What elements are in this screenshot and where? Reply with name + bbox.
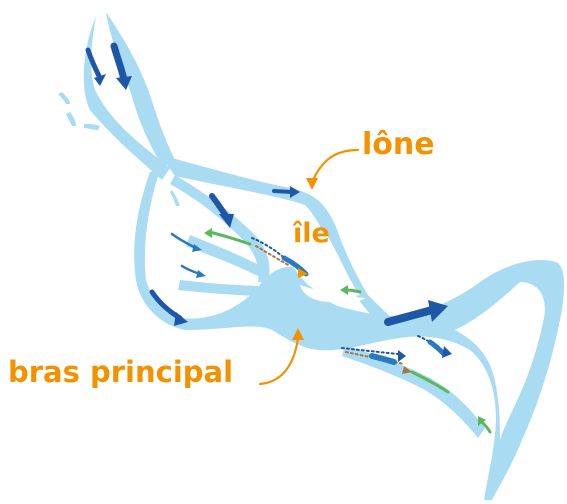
dash-4 [170,190,180,206]
flow-arrow-upstream-1 [85,47,103,81]
bras-principal-label: bras principal [8,355,233,389]
flow-arrowhead-lone [290,186,300,198]
inflow-channel-right [106,12,175,168]
green-flow-1 [208,230,252,246]
bend-inner [455,282,545,440]
lone-label: lône [362,127,435,162]
dotted-flow-1 [251,237,283,257]
flow-arrowhead-upstream-1 [94,74,106,86]
brown-flow-1 [255,245,291,267]
flow-arrowhead-braid-2 [192,244,202,252]
green-arrowhead-4 [478,416,486,426]
orange-head-1 [298,268,308,278]
main-pool [180,260,565,500]
flow-arrowhead-braid-top [219,214,234,228]
braided-channel-1 [134,170,185,330]
dark-head-2 [398,350,406,362]
green-arrowhead-2 [340,285,348,295]
lower-side-channel [342,345,485,438]
lone-callout-head [306,178,318,190]
bras-callout-head [292,328,304,340]
flow-arrowhead-upstream-2 [116,76,132,90]
lone-callout-line [310,148,360,184]
dotted-flow-2 [341,347,399,355]
island [262,200,360,297]
lone-channel [160,155,392,322]
braided-channel-3 [186,235,265,278]
green-flow-3 [410,370,450,394]
inner-bar [300,285,365,303]
bras-callout-line [258,336,300,386]
dash-3 [84,124,100,130]
sediment-flows [204,228,492,434]
callouts [258,148,360,386]
blue-blob-3 [427,339,447,357]
flow-arrows [85,42,448,326]
flow-arrowhead-main [428,300,448,322]
brown-head-3 [402,366,412,374]
dash-2 [66,112,76,126]
flow-arrowhead-left-loop [174,312,188,326]
ile-label: île [292,218,330,249]
green-arrowhead-1 [204,228,212,238]
braided-channel-4 [178,280,258,296]
flow-arrow-main [384,306,436,326]
water [83,12,565,500]
upstream-dashes [58,92,180,206]
dark-head-3 [442,346,452,358]
flow-arrow-lone [272,189,294,194]
flow-arrowhead-braid-3 [196,270,206,278]
dash-1 [58,92,70,104]
blue-blob-2 [369,353,397,365]
